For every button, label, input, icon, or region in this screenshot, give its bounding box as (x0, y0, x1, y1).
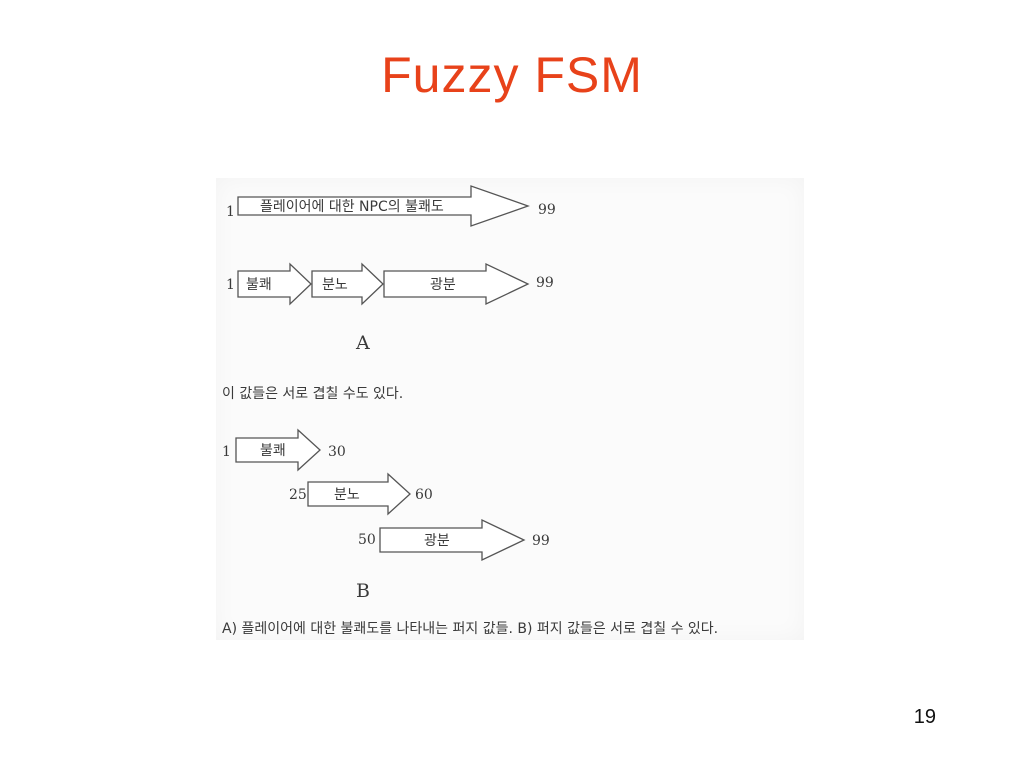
scanned-figure: 1 플레이어에 대한 NPC의 불쾌도 99 1 불쾌 분노 광분 99 A 이… (216, 178, 804, 640)
set2-label: 분노 (334, 487, 360, 503)
row2-arrow-2 (311, 262, 384, 306)
set3-label: 광분 (424, 533, 450, 549)
label-a: A (355, 332, 370, 354)
row2-arrow-3 (383, 262, 530, 306)
set3-end-value: 99 (532, 533, 550, 549)
set1-end-value: 30 (328, 444, 346, 460)
label-b: B (356, 580, 370, 602)
row1-end-value: 99 (538, 202, 556, 218)
row1-start-value: 1 (226, 204, 235, 220)
row2-arrow-2-label: 분노 (322, 277, 348, 293)
fuzzy-diagram: 1 플레이어에 대한 NPC의 불쾌도 99 1 불쾌 분노 광분 99 A 이… (222, 185, 718, 637)
set3-arrow (379, 518, 526, 562)
set1-label: 불쾌 (260, 443, 286, 459)
row2-arrow-1 (237, 262, 312, 306)
set2-start-value: 25 (289, 487, 307, 503)
set2-arrow (307, 472, 411, 516)
row1-arrow-label: 플레이어에 대한 NPC의 불쾌도 (260, 199, 444, 215)
row2-start-value: 1 (226, 277, 235, 293)
overlap-note: 이 값들은 서로 겹칠 수도 있다. (222, 386, 403, 402)
row2-end-value: 99 (536, 275, 554, 291)
row1-arrow (237, 185, 530, 227)
set3-start-value: 50 (358, 532, 376, 548)
slide-title: Fuzzy FSM (381, 47, 643, 103)
figure-caption: A) 플레이어에 대한 불쾌도를 나타내는 퍼지 값들. B) 퍼지 값들은 서… (222, 621, 718, 637)
set1-start-value: 1 (222, 444, 231, 460)
set2-end-value: 60 (415, 487, 433, 503)
page-number: 19 (913, 706, 936, 728)
row2-arrow-1-label: 불쾌 (246, 277, 272, 293)
row2-arrow-3-label: 광분 (430, 277, 456, 293)
set1-arrow (235, 428, 321, 472)
